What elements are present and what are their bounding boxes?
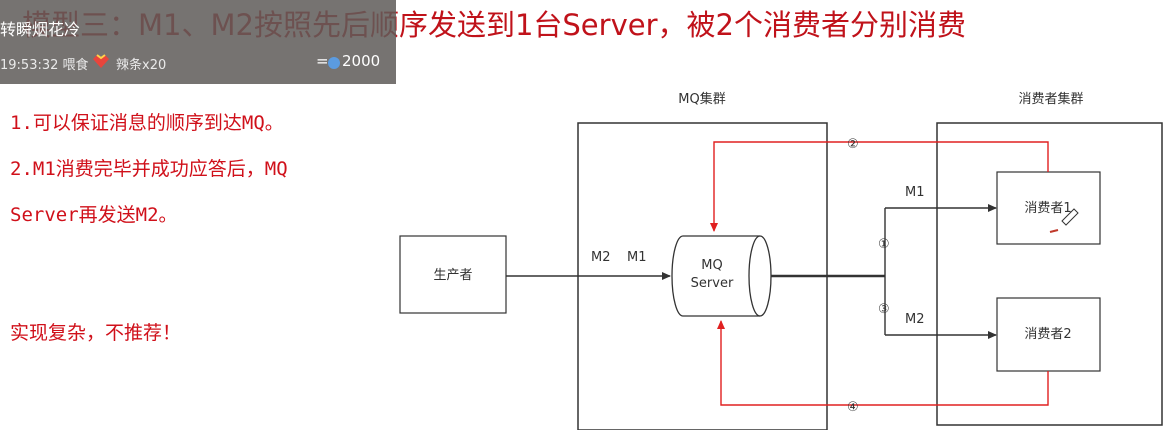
ack-arrow-step2 [710, 141, 1049, 232]
live-gift-overlay: 转瞬烟花冷 19:53:32 喂食 辣条x20 = 2000 [0, 0, 396, 84]
consumer2-label: 消费者2 [1024, 327, 1071, 342]
ack-arrow-step4 [717, 320, 1049, 406]
gift-icon [93, 54, 109, 68]
msg-m2-out: M2 [905, 312, 925, 327]
msg-m2-in: M2 [591, 250, 611, 265]
producer-label: 生产者 [433, 268, 472, 283]
consumer2-box [996, 297, 1101, 372]
mq-cluster-label: MQ集群 [678, 91, 725, 107]
coin-icon [328, 57, 340, 69]
step-3-marker: ③ [878, 302, 890, 317]
overlay-title: 转瞬烟花冷 [0, 20, 81, 39]
consumer-cluster-box [936, 122, 1163, 426]
overlay-time: 19:53:32 喂食 [0, 58, 89, 73]
pen-cursor-icon [1049, 208, 1079, 233]
overlay-equals: = [316, 52, 329, 70]
consumer1-box [996, 171, 1101, 245]
step-1-marker: ① [878, 237, 890, 252]
consumer1-label: 消费者1 [1024, 201, 1071, 216]
note-3: Server再发送M2。 [10, 204, 178, 226]
producer-box [399, 235, 507, 314]
msg-m1-in: M1 [627, 250, 647, 265]
consumer-cluster-label: 消费者集群 [1018, 91, 1083, 107]
mq-server-cylinder [671, 235, 772, 317]
step-4-marker: ④ [847, 400, 859, 415]
msg-m1-out: M1 [905, 185, 925, 200]
server-label-2: Server [691, 276, 734, 291]
note-4: 实现复杂，不推荐！ [10, 322, 182, 344]
note-1: 1.可以保证消息的顺序到达MQ。 [10, 112, 284, 134]
server-label-1: MQ [701, 258, 722, 273]
overlay-count: 2000 [342, 52, 381, 70]
overlay-gift: 辣条x20 [116, 58, 167, 73]
step-2-marker: ② [847, 137, 859, 152]
note-2: 2.M1消费完毕并成功应答后，MQ [10, 158, 288, 180]
